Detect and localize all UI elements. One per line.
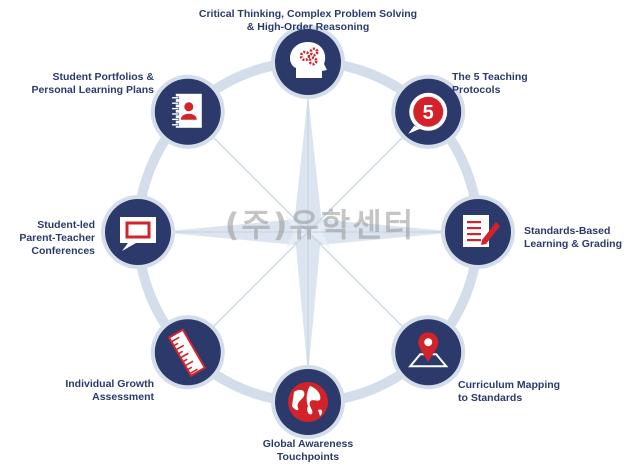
label-curriculum-mapping: Curriculum Mapping to Standards [458, 379, 560, 405]
map-pin-icon [408, 332, 449, 368]
ruler-icon [167, 328, 207, 378]
label-parent-teacher: Student-led Parent-Teacher Conferences [19, 219, 95, 258]
label-line: The 5 Teaching [452, 71, 528, 83]
node-curriculum-mapping [391, 315, 466, 390]
globe-icon [288, 382, 328, 422]
label-line: & High-Order Reasoning [246, 21, 370, 33]
label-line: Student Portfolios & [52, 71, 155, 83]
node-parent-teacher [101, 195, 175, 269]
node-global-awareness [271, 365, 345, 439]
label-line: Personal Learning Plans [31, 84, 154, 96]
contact-book-icon [171, 93, 202, 128]
label-line: Touchpoints [276, 451, 340, 463]
watermark-text: (주)유학센터 [224, 206, 416, 244]
label-line: Global Awareness [262, 438, 354, 450]
document-pencil-icon [463, 215, 500, 247]
badge-number: 5 [423, 102, 434, 124]
node-critical-thinking [271, 25, 345, 99]
head-gears-icon [290, 41, 327, 79]
label-line: Student-led [37, 219, 95, 231]
label-global-awareness: Global Awareness Touchpoints [218, 438, 398, 464]
label-line: Parent-Teacher [19, 232, 95, 244]
label-line: Standards-Based [524, 225, 611, 237]
label-portfolios: Student Portfolios & Personal Learning P… [31, 71, 154, 97]
label-line: Curriculum Mapping [458, 379, 561, 391]
label-line: Assessment [92, 391, 154, 403]
node-growth-assessment [150, 315, 225, 390]
label-line: Learning & Grading [524, 238, 623, 250]
presentation-screen-icon [120, 217, 156, 251]
node-standards-based [441, 195, 515, 269]
label-standards-based: Standards-Based Learning & Grading [524, 225, 622, 251]
node-teaching-protocols: 5 [391, 74, 466, 149]
label-teaching-protocols: The 5 Teaching Protocols [452, 71, 528, 97]
label-critical-thinking: Critical Thinking, Complex Problem Solvi… [168, 8, 448, 34]
label-line: Critical Thinking, Complex Problem Solvi… [198, 8, 418, 20]
label-line: Individual Growth [65, 378, 154, 390]
label-line: to Standards [458, 392, 523, 404]
number-5-badge-icon: 5 [408, 92, 448, 134]
label-growth-assessment: Individual Growth Assessment [65, 378, 154, 404]
label-line: Protocols [452, 84, 501, 96]
node-portfolios [150, 74, 225, 149]
label-line: Conferences [31, 245, 95, 257]
